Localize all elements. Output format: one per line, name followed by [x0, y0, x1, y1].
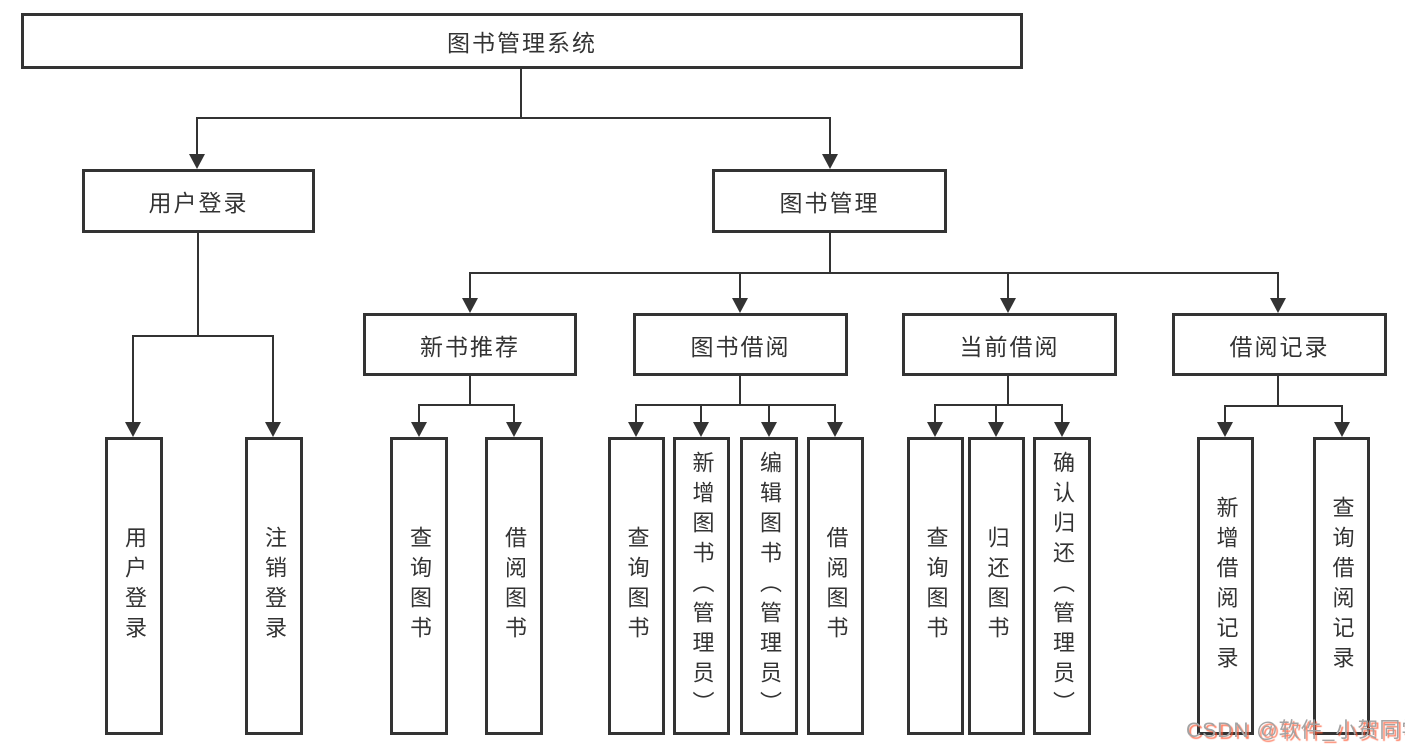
connector-line: [635, 404, 836, 406]
leaf-add-book-admin: 新增图书（管理员）: [673, 437, 730, 735]
node-borrow-records: 借阅记录: [1172, 313, 1387, 376]
leaf-label: 查询图书: [624, 526, 650, 646]
leaf-label: 新增借阅记录: [1213, 496, 1239, 676]
connector-line: [1007, 376, 1009, 405]
leaf-label: 编辑图书（管理员）: [757, 451, 782, 721]
connector-line: [418, 404, 515, 406]
arrow-down-icon: [1270, 298, 1286, 313]
connector-line: [934, 404, 936, 424]
node-new-book-recommend: 新书推荐: [363, 313, 577, 376]
arrow-down-icon: [462, 298, 478, 313]
connector-line: [834, 404, 836, 424]
node-book-borrow: 图书借阅: [633, 313, 848, 376]
connector-line: [768, 404, 770, 424]
arrow-down-icon: [628, 422, 644, 437]
arrow-down-icon: [125, 422, 141, 437]
leaf-return-book: 归还图书: [968, 437, 1025, 735]
node-root-label: 图书管理系统: [447, 30, 597, 56]
arrow-down-icon: [189, 154, 205, 169]
leaf-user-login: 用户登录: [105, 437, 163, 735]
node-label: 图书借阅: [690, 333, 791, 360]
node-current-borrow: 当前借阅: [902, 313, 1117, 376]
connector-line: [469, 272, 1279, 274]
connector-line: [1224, 405, 1343, 407]
leaf-label: 新增图书（管理员）: [689, 451, 715, 721]
connector-line: [934, 404, 1063, 406]
connector-line: [1007, 272, 1009, 300]
arrow-down-icon: [1000, 298, 1016, 313]
leaf-edit-book-admin: 编辑图书（管理员）: [740, 437, 798, 735]
arrow-down-icon: [822, 154, 838, 169]
connector-line: [132, 335, 274, 337]
connector-line: [196, 117, 198, 156]
connector-line: [196, 117, 831, 119]
leaf-borrow-books-recommend: 借阅图书: [485, 437, 543, 735]
node-label: 图书管理: [779, 190, 880, 216]
leaf-label: 确认归还（管理员）: [1050, 451, 1075, 721]
leaf-label: 查询借阅记录: [1329, 496, 1355, 676]
arrow-down-icon: [265, 422, 281, 437]
connector-line: [520, 69, 522, 118]
node-label: 借阅记录: [1229, 333, 1330, 360]
connector-line: [739, 272, 741, 300]
leaf-query-borrow-record: 查询借阅记录: [1313, 437, 1370, 735]
connector-line: [1341, 405, 1343, 424]
leaf-label: 查询图书: [407, 526, 432, 646]
csdn-watermark: CSDN @软件_小贺同学: [1186, 719, 1405, 742]
connector-line: [1277, 376, 1279, 406]
connector-line: [1224, 405, 1226, 424]
node-label: 新书推荐: [420, 333, 520, 360]
node-book-management: 图书管理: [712, 169, 947, 233]
leaf-confirm-return-admin: 确认归还（管理员）: [1033, 437, 1091, 735]
connector-line: [829, 117, 831, 156]
arrow-down-icon: [927, 422, 943, 437]
connector-line: [197, 233, 199, 336]
node-label: 当前借阅: [959, 333, 1060, 360]
connector-line: [132, 335, 134, 424]
arrow-down-icon: [1054, 422, 1070, 437]
leaf-label: 借阅图书: [823, 526, 849, 646]
leaf-query-books-current: 查询图书: [907, 437, 964, 735]
node-label: 用户登录: [148, 190, 249, 216]
leaf-label: 归还图书: [984, 526, 1010, 646]
connector-line: [1061, 404, 1063, 424]
arrow-down-icon: [732, 298, 748, 313]
node-root: 图书管理系统: [21, 13, 1023, 69]
leaf-label: 查询图书: [923, 526, 949, 646]
connector-line: [418, 404, 420, 424]
leaf-label: 借阅图书: [502, 526, 527, 646]
connector-line: [995, 404, 997, 424]
connector-line: [700, 404, 702, 424]
arrow-down-icon: [411, 422, 427, 437]
arrow-down-icon: [506, 422, 522, 437]
leaf-label: 用户登录: [122, 526, 147, 646]
leaf-query-books-recommend: 查询图书: [390, 437, 448, 735]
arrow-down-icon: [988, 422, 1004, 437]
arrow-down-icon: [761, 422, 777, 437]
connector-line: [469, 376, 471, 405]
connector-line: [739, 376, 741, 405]
arrow-down-icon: [827, 422, 843, 437]
arrow-down-icon: [1334, 422, 1350, 437]
connector-line: [272, 335, 274, 424]
arrow-down-icon: [693, 422, 709, 437]
connector-line: [829, 233, 831, 274]
connector-line: [513, 404, 515, 424]
leaf-borrow-books-2: 借阅图书: [807, 437, 864, 735]
node-user-login: 用户登录: [82, 169, 315, 233]
arrow-down-icon: [1217, 422, 1233, 437]
leaf-logout: 注销登录: [245, 437, 303, 735]
leaf-label: 注销登录: [262, 526, 287, 646]
connector-line: [469, 272, 471, 300]
leaf-query-books-borrow: 查询图书: [608, 437, 665, 735]
leaf-add-borrow-record: 新增借阅记录: [1197, 437, 1254, 735]
connector-line: [1277, 272, 1279, 300]
connector-line: [635, 404, 637, 424]
